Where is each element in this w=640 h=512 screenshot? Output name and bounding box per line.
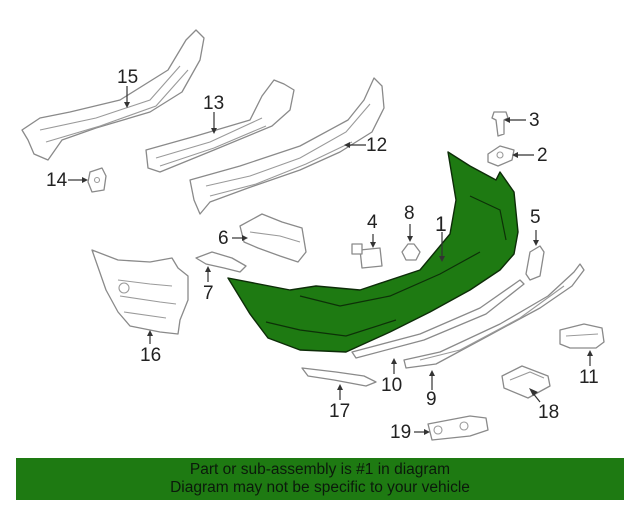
callout-19: 19 [390,422,412,443]
callout-18: 18 [538,402,560,423]
footer-line-1: Part or sub-assembly is #1 in diagram [189,461,451,478]
callout-5: 5 [530,207,541,228]
callout-13: 13 [203,93,225,114]
callout-17: 17 [329,401,351,422]
callout-14: 14 [46,170,68,191]
part-2-nut [487,145,515,167]
footer-line-2: Diagram may not be specific to your vehi… [170,479,470,496]
callout-4: 4 [367,212,378,233]
part-14-bracket [87,167,107,193]
callout-10: 10 [381,375,403,396]
part-10-lower-trim [351,279,525,359]
part-18-control-module [501,365,551,399]
callout-7: 7 [203,283,214,304]
callout-11: 11 [579,367,599,388]
callout-16: 16 [140,345,162,366]
parts-diagram [21,29,605,441]
callout-12: 12 [366,135,388,156]
callout-15: 15 [117,67,139,88]
part-5-reflector [525,245,545,281]
callout-8: 8 [404,203,415,224]
part-4-retainer [351,243,383,269]
part-3-bolt [491,111,509,137]
callout-1: 1 [435,213,447,236]
part-7-trim-strip [195,251,247,273]
part-15-reinforcement-beam [21,29,205,161]
footer-banner: Part or sub-assembly is #1 in diagram Di… [16,458,624,500]
callout-3: 3 [529,110,540,131]
leader-lines [68,86,593,435]
part-6-side-bracket [239,213,307,263]
part-1-bumper-cover [227,151,519,353]
part-16-side-cover [91,249,189,335]
callout-9: 9 [426,389,437,410]
part-17-lower-trim [301,367,377,387]
part-12-impact-absorber [189,77,385,215]
callout-6: 6 [218,228,229,249]
part-11-bracket [559,323,605,349]
callout-2: 2 [537,145,548,166]
part-19-sensor-housing [427,415,489,441]
part-8-clip [401,243,421,261]
part-13-energy-absorber [145,79,295,173]
part-9-lower-guide [403,263,585,369]
